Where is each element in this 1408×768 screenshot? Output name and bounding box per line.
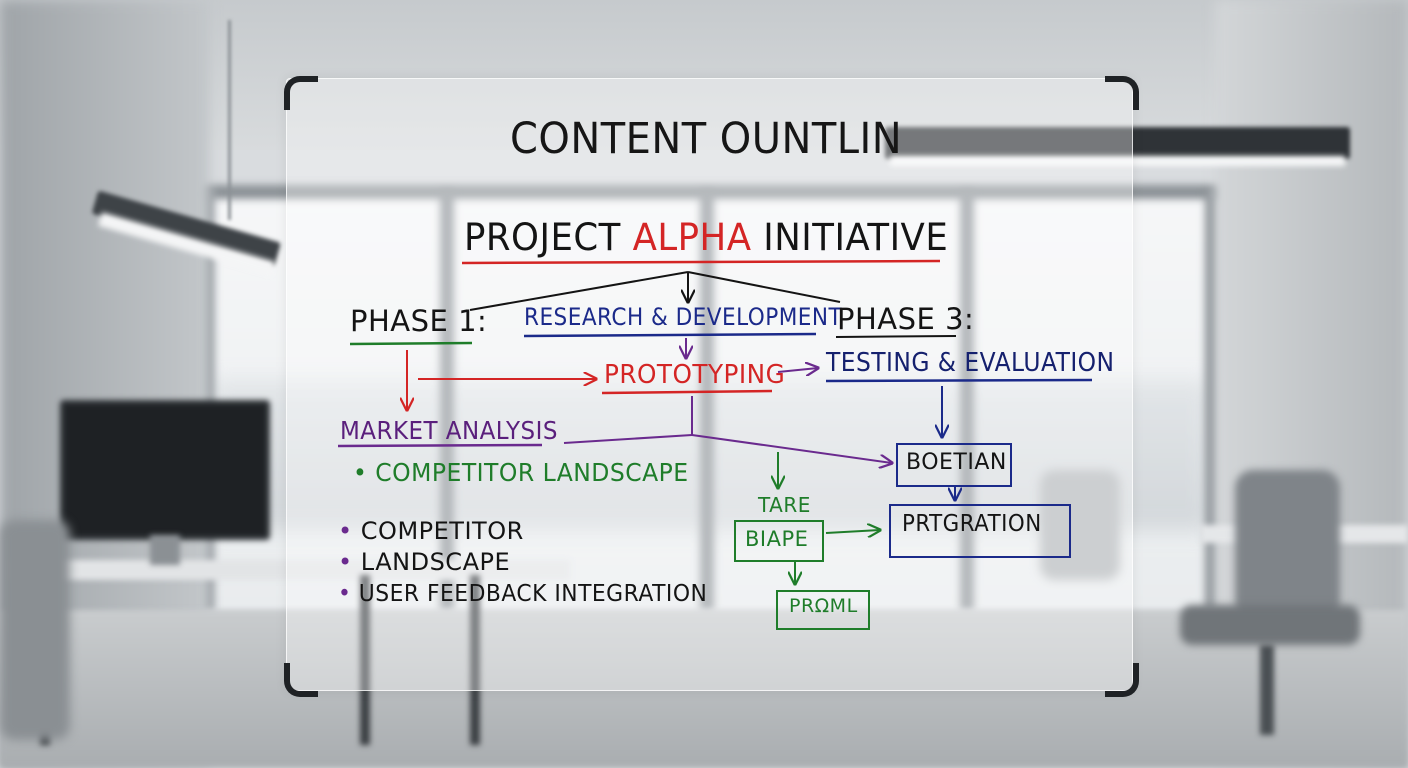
glass-board — [286, 78, 1133, 691]
bullet-text: USER FEEDBACK INTEGRATION — [358, 581, 708, 607]
box-boetian — [896, 443, 1012, 487]
box-proml — [776, 590, 870, 630]
project-accent: ALPHA — [632, 216, 752, 259]
desk-leg — [470, 575, 480, 745]
bullet: • — [338, 517, 353, 545]
desk — [10, 560, 570, 580]
bullet: • — [338, 581, 352, 607]
project-heading: PROJECT ALPHA INITIATIVE — [464, 219, 948, 256]
bullet-text: LANDSCAPE — [360, 548, 511, 576]
bullet-text: COMPETITOR — [360, 517, 524, 545]
boetian-label: BOETIAN — [906, 450, 1007, 475]
lamp-glow — [890, 156, 1345, 166]
computer-monitor — [60, 400, 270, 540]
board-corner-clip — [284, 76, 318, 110]
competitor-landscape-item: • COMPETITOR LANDSCAPE — [353, 460, 689, 485]
office-chair-base — [1260, 645, 1274, 735]
bullet: • — [338, 548, 353, 576]
monitor-stand — [150, 535, 180, 565]
bullet-item: • LANDSCAPE — [338, 550, 510, 574]
box-biape — [734, 520, 824, 562]
bullet: • — [353, 458, 368, 487]
desk-leg — [360, 575, 370, 745]
office-chair — [0, 520, 70, 740]
tare-label: TARE — [758, 493, 811, 517]
office-chair-seat — [1180, 605, 1360, 645]
box-prtgration — [889, 504, 1071, 558]
floor — [0, 610, 1408, 768]
office-chair-back — [1235, 470, 1340, 620]
ceiling — [0, 0, 1408, 150]
project-prefix: PROJECT — [464, 216, 633, 259]
phase-3-label: PHASE 3: — [837, 302, 975, 336]
board-title: CONTENT OUNTLIN — [510, 114, 903, 164]
office-chair — [1040, 470, 1120, 580]
phase-1-label: PHASE 1: — [350, 304, 488, 338]
market-analysis-label: MARKET ANALYSIS — [340, 416, 558, 445]
board-corner-clip — [1105, 76, 1139, 110]
window-mullion — [700, 190, 714, 610]
board-corner-clip — [284, 663, 318, 697]
prototyping-label: PROTOTYPING — [604, 360, 786, 390]
board-corner-clip — [1105, 663, 1139, 697]
project-suffix: INITIATIVE — [751, 216, 949, 259]
ceiling-lamp-right — [885, 127, 1350, 159]
biape-label: BIAPE — [745, 527, 809, 551]
research-development-label: RESEARCH & DEVELOPMENT — [524, 303, 843, 331]
competitor-landscape-text: COMPETITOR LANDSCAPE — [375, 458, 689, 487]
prtgration-label: PRTGRATION — [902, 511, 1042, 537]
window-mullion — [440, 190, 454, 610]
bullet-item: • USER FEEDBACK INTEGRATION — [338, 583, 707, 606]
proml-label: PRΩML — [789, 595, 858, 617]
testing-evaluation-label: TESTING & EVALUATION — [826, 348, 1115, 378]
lamp-wire — [228, 20, 231, 220]
bullet-item: • COMPETITOR — [338, 519, 524, 543]
